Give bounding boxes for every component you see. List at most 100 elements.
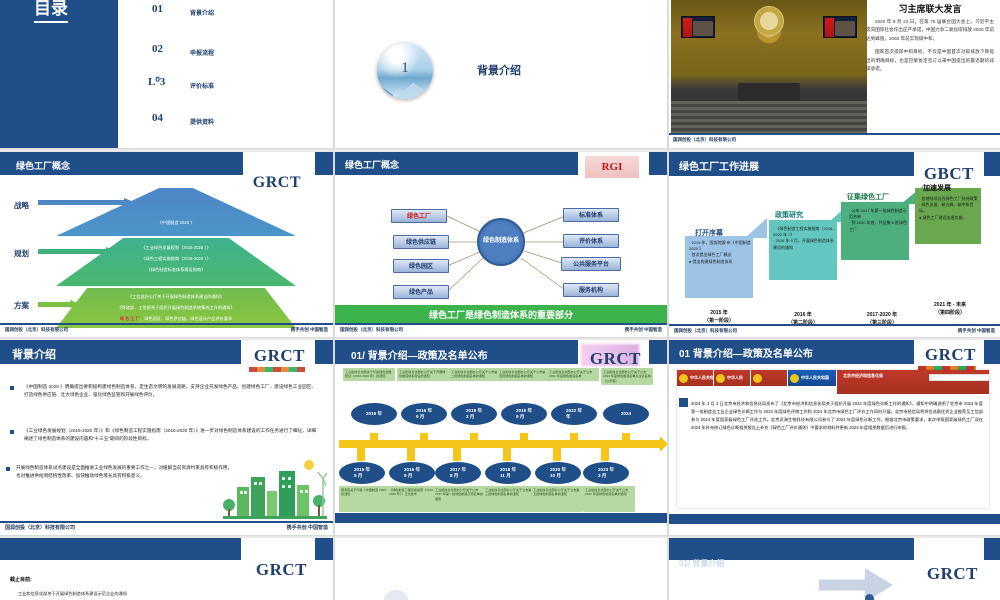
- slide-background-intro[interactable]: 背景介绍 GRCT 《中国制造 2025 》明确提出要积极构建绿色制造体系，走生…: [0, 340, 333, 535]
- node-green-park[interactable]: 绿色园区: [393, 259, 449, 273]
- slide-news-policy-announcement[interactable]: 01 背景介绍—政策及名单公布 GRCT 中华人民共和国 中华人民 中华人民共和…: [668, 340, 1000, 535]
- national-emblem-icon: [716, 373, 725, 383]
- footer-divider: [669, 133, 1000, 135]
- bottom-line-rest: 、绿色园区、绿色供应链、绿色设计产品评价要求: [140, 316, 233, 321]
- header-accent-block: [984, 152, 1000, 176]
- slide-work-progress[interactable]: 绿色工厂工作进展 GBCT 打开序幕 · 2015 年，国务院颁 布《中国制造 …: [668, 152, 1000, 337]
- node-green-product[interactable]: 绿色产品: [393, 285, 449, 299]
- timeline-date-lower-5: 2020 年 10 月: [535, 462, 581, 484]
- timeline-down-stem-3: [453, 447, 461, 461]
- footer-slogan: 携手共创 中国智造: [957, 526, 995, 531]
- footer-slogan: 携手共创 中国智造: [624, 525, 662, 530]
- timeline-date-upper-4: 2019 年 9 月: [501, 403, 547, 425]
- decorative-ghost-shape: [581, 344, 639, 366]
- un-paragraph-1: 2020 年 9 月 22 日，在第 75 届联合国大会上，习近平主席向国际社会…: [866, 19, 994, 41]
- timeline-note-lower-6: 工业和信息化部办公厅关于公布 2022 年度绿色制造名单的通知: [583, 486, 635, 512]
- un-paragraph-2: 国家首次提碳中和目标，不仅是中国首次对碳排放下降提出的明确目标，也是巴黎协定签订…: [866, 49, 994, 72]
- slide-section-cover[interactable]: 1 背景介绍: [334, 0, 667, 148]
- bullet-marker-1: [10, 386, 14, 390]
- timeline-down-stem-1: [357, 447, 365, 461]
- header-bar: [0, 538, 241, 560]
- timeline-date-lower-1: 2015 年 5 月: [339, 462, 385, 484]
- row-separator-1: [0, 148, 1000, 149]
- header-accent-block: [315, 538, 333, 560]
- header-bar: [669, 340, 914, 364]
- step-body-1: · 2015 年，国务院颁 布《中国制造 2025 》 · 首次提出绿色工厂概念…: [689, 240, 751, 264]
- header-bar: [669, 538, 914, 560]
- phase-label-3: 2017-2020 年 （第三阶段）: [866, 312, 898, 326]
- timeline-note-upper-5: 工业和信息化部办公厅关于公布 2021 年度绿色制造名单: [547, 368, 599, 381]
- step-body-2: · 《绿色制造工程实施指南（2016-2020 年 ）》 · 2016 年 9 …: [773, 226, 834, 250]
- connector-lines: [446, 215, 566, 293]
- highlight-green-factory: 绿 色 工 厂: [119, 316, 141, 321]
- timeline-axis: [339, 436, 667, 452]
- section-title: 背景介绍: [477, 65, 521, 77]
- slide-green-factory-concept[interactable]: 绿色工厂概念 RGI 绿色工厂 绿色供应链 绿色园区 绿色产品 标准体系 评价体…: [334, 152, 667, 337]
- un-speech-body: 2020 年 9 月 22 日，在第 75 届联合国大会上，习近平主席向国际社会…: [866, 18, 994, 74]
- node-public-platform[interactable]: 公共服务平台: [561, 257, 621, 271]
- row-separator-2: [0, 337, 1000, 338]
- footer-company: 国润创投（北京）科技有限公司: [674, 526, 737, 531]
- timeline-date-upper-3: 2018 年 2 月: [451, 403, 497, 425]
- header-bar: [0, 152, 243, 175]
- site-search-input[interactable]: [929, 374, 989, 381]
- phase-label-1: 2015 年 （第一阶段）: [703, 310, 734, 324]
- toc-label-2[interactable]: 申报流程: [190, 51, 215, 57]
- toc-label-1[interactable]: 背景介绍: [190, 11, 215, 17]
- node-green-factory[interactable]: 绿色工厂: [391, 209, 447, 223]
- timeline-down-stem-6: [601, 447, 609, 461]
- toc-label-4[interactable]: 提供资料: [190, 120, 215, 126]
- status-bullet-1: 工业和信息化部关于开展绿色制造体系建设示范企业的通知: [18, 591, 127, 596]
- website-screenshot-collage[interactable]: 中华人民共和国 中华人民 中华人民共和国 北京市经济和信息化局 2024 年 4…: [677, 370, 989, 508]
- footer-slogan: 携手共创 中国智造: [624, 327, 662, 332]
- slide-title: 01 背景介绍—政策及名单公布: [679, 349, 813, 360]
- node-service-agency[interactable]: 服务机构: [563, 283, 619, 297]
- footer-company: 国润创投（北京）科技有限公司: [340, 327, 403, 332]
- timeline-note-upper-4: 工业和信息化部办公厅关于公布第四批绿色制造名单的通知: [497, 368, 549, 381]
- slide-blank-partial[interactable]: [334, 538, 667, 600]
- step-heading-3: 征集绿色工厂: [847, 194, 889, 201]
- logo-color-bars-icon: [249, 367, 305, 372]
- logo-color-bars-icon: [918, 366, 976, 371]
- section-number: 1: [401, 60, 409, 76]
- footer-company: 国润创投（北京）科技有限公司: [674, 328, 737, 333]
- bullet-marker-2: [10, 430, 14, 434]
- timeline-note-lower-1: 国务院关于印发《中国制造 2025 》的通知: [339, 486, 391, 512]
- background-bullet-2: 《工业绿色发展规划（2016-2020 年）》和《绿色制造工程实施指南（2016…: [24, 428, 316, 442]
- seating-area: [671, 101, 867, 135]
- gov-site-name-3: 中华人民共和国: [801, 375, 829, 380]
- gov-site-name-1: 中华人民共和国: [690, 375, 718, 380]
- slide-policy-timeline[interactable]: 01/ 背景介绍—政策及名单公布 GRCT 工业和信息化部关于印发绿色发展规划（…: [334, 340, 667, 535]
- un-speech-title: 习主席联大发言: [898, 4, 962, 14]
- node-green-supply-chain[interactable]: 绿色供应链: [393, 235, 449, 249]
- pyramid-layer-3: [56, 288, 296, 328]
- screen-left: [681, 16, 715, 38]
- step-block-2: [769, 220, 837, 280]
- grct-logo: GRCT: [252, 174, 301, 191]
- node-standard-system[interactable]: 标准体系: [563, 208, 619, 222]
- slide-background-arrow[interactable]: 01/ 背景介绍 GRCT: [668, 538, 1000, 600]
- grct-logo: GRCT: [924, 345, 976, 364]
- background-bullet-1: 《中国制造 2025 》明确提出要积极构建绿色制造体系，走生态文明的发展道路，支…: [24, 384, 316, 398]
- slide-title: 01/ 背景介绍: [679, 559, 725, 568]
- timeline-down-stem-4: [503, 447, 511, 461]
- slide-un-speech[interactable]: 习主席联大发言 2020 年 9 月 22 日，在第 75 届联合国大会上，习近…: [668, 0, 1000, 148]
- row-separator-3: [0, 535, 1000, 536]
- step-block-4: [915, 188, 981, 244]
- timeline-down-stem-5: [553, 447, 561, 461]
- node-evaluation-system[interactable]: 评价体系: [563, 234, 619, 248]
- slide-current-status[interactable]: GRCT 截止目前: 工业和信息化部关于开展绿色制造体系建设示范企业的通知: [0, 538, 333, 600]
- slide-policy-pyramid[interactable]: 绿色工厂概念 GRCT 战略 规划 方案 《中国制造 2025 》 《工业绿色发…: [0, 152, 333, 337]
- toc-label-3[interactable]: 评价标准: [190, 84, 215, 90]
- timeline-date-upper-5: 2022 年 年: [551, 403, 597, 425]
- step-body-4: · 各地陆续出台绿色工厂扶持政策 · 绿色发展、碳达峰、碳中和目标。 ● 绿色工…: [919, 196, 978, 220]
- header-accent-block: [649, 340, 667, 364]
- slide-table-of-contents[interactable]: 目录 01 背景介绍 02 申报流程 L⁰3 评价标准 04 提供资料: [0, 0, 333, 148]
- status-lead-text: 截止目前:: [10, 577, 32, 583]
- step-heading-2: 政策研究: [775, 212, 803, 219]
- toc-number-4: 04: [152, 112, 163, 124]
- phase-label-2: 2016 年 （第二阶段）: [787, 312, 818, 326]
- footer-slogan: 携手共创 中国智造: [957, 328, 995, 333]
- toc-number-3: L⁰3: [148, 76, 166, 88]
